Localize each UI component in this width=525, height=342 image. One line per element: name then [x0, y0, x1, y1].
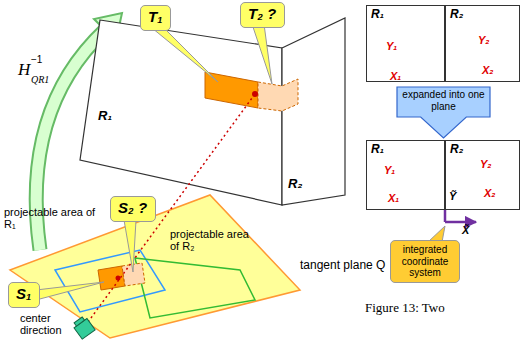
transform-superscript: −1 [31, 54, 42, 65]
node-text: R₁ [371, 8, 440, 22]
axis-label: Y₂ [478, 34, 490, 46]
axis-label: Ỹ [449, 190, 456, 202]
s1-patch [98, 266, 125, 290]
axis-label: Y₁ [386, 40, 397, 52]
axis-label: X₂ [484, 187, 496, 199]
callout-pointer [252, 24, 272, 84]
node-text: T₁ [148, 8, 163, 25]
area-label: projectable area of R₁ [4, 206, 96, 230]
t2-patch [258, 79, 298, 111]
screen-r1 [80, 20, 282, 205]
center-dot [252, 91, 258, 97]
screen-label: R₂ [288, 176, 302, 191]
screen-label: R₁ [98, 108, 112, 123]
callout-box: T₂ ? [240, 2, 285, 28]
transform-subscript: QR1 [31, 74, 49, 85]
center-direction-line [88, 94, 255, 322]
integrated-axis [445, 221, 476, 224]
screen-panel: R₁ [366, 140, 445, 210]
screen-panel: R₁ [366, 5, 445, 82]
center-dot [116, 276, 121, 281]
axis-label: Y₂ [480, 158, 492, 170]
projector [72, 315, 96, 339]
node-text: S₁ [16, 285, 32, 302]
node-text: T₂ ? [248, 5, 277, 22]
axis-label: Y₁ [384, 164, 395, 176]
axis-label: X₁ [388, 192, 399, 204]
node-text: S₂ ? [118, 199, 148, 216]
callout-box: integrated coordinate system [390, 240, 460, 283]
node-text: R₂ [450, 143, 515, 157]
node-text: R₂ [450, 8, 515, 22]
callout-box: S₂ ? [110, 196, 156, 222]
area-label: projectable area of R₂ [170, 228, 260, 252]
callout-pointer [124, 220, 136, 272]
axis-label: X̃ [462, 224, 469, 236]
callout-box: S₁ [8, 282, 40, 308]
direction-label: center direction [20, 312, 70, 336]
plane-label: tangent plane Q [300, 258, 385, 272]
axis-label: X₁ [390, 70, 401, 82]
callout-pointer [36, 282, 104, 300]
expand-arrow: expanded into one plane [396, 86, 491, 139]
node-text: integrated coordinate system [394, 244, 456, 279]
screen-r2 [282, 18, 345, 205]
transform-name: H [18, 60, 30, 80]
projectable-area-r2 [135, 258, 255, 318]
node-text: expanded into one plane [396, 86, 491, 112]
node-text: R₁ [371, 143, 440, 157]
figure-caption: Figure 13: Two [365, 300, 445, 316]
callout-box: T₁ [140, 5, 171, 31]
callout-pointer [152, 28, 218, 82]
axis-label: X₂ [482, 64, 494, 76]
